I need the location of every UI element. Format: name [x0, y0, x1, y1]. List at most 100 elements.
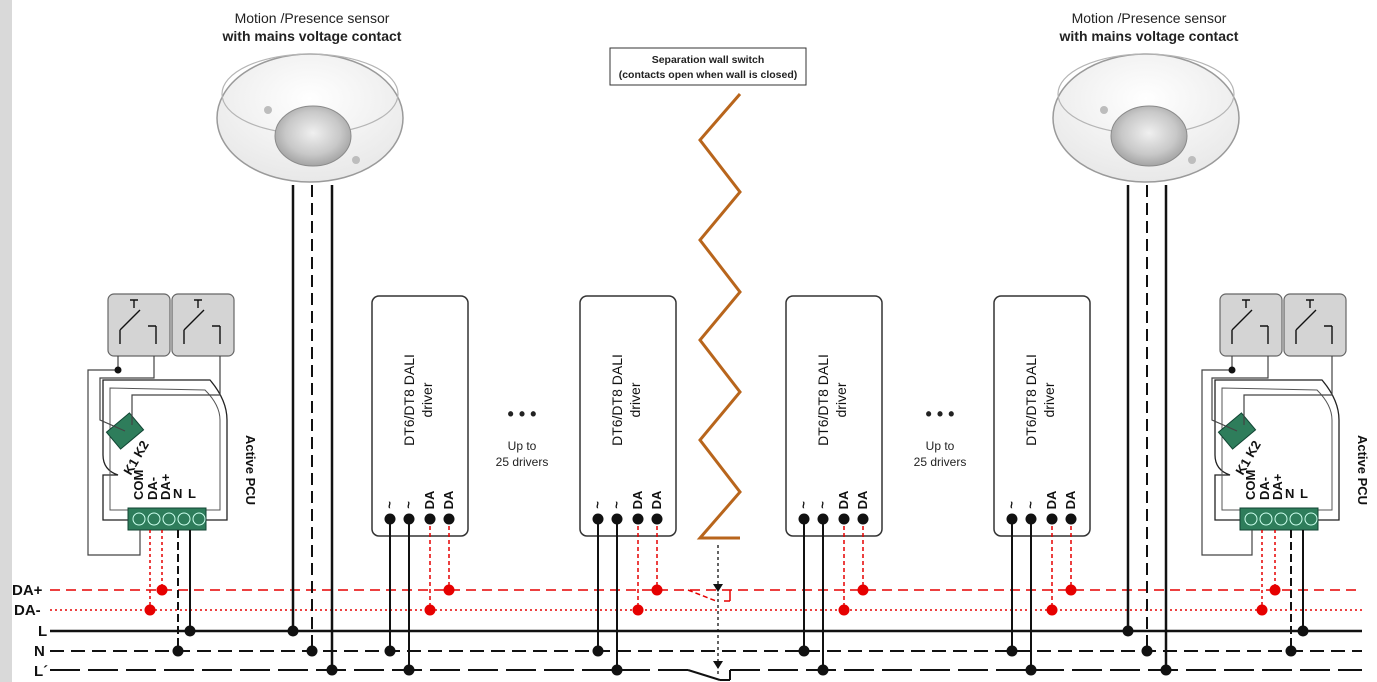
pcu-right-dali-node	[1269, 584, 1281, 596]
driver-1-dali-node	[424, 604, 436, 616]
pcu-left-junction	[114, 366, 122, 374]
pcu-right-terminal-com: COM	[1243, 470, 1258, 500]
driver-1-terminal-4: DA	[441, 490, 456, 509]
pcu-left-terminal-l: L	[188, 486, 196, 501]
pushbutton-right-2-symbol	[1295, 299, 1333, 344]
driver-2-terminal-4: DA	[649, 490, 664, 509]
driver-1-box	[371, 295, 469, 537]
driver-2-node	[651, 513, 663, 525]
pcu-left-screw	[177, 512, 191, 526]
pcu-right-bus-node	[1297, 625, 1309, 637]
driver-2-label-line2: driver	[627, 382, 643, 417]
sensor-right-title: Motion /Presence sensor	[1072, 10, 1227, 26]
driver-4-terminal-4: DA	[1063, 490, 1078, 509]
sensor-right-led	[1100, 106, 1108, 114]
sensor-left-node-ls	[326, 664, 338, 676]
pcu-right-screw	[1259, 512, 1273, 526]
driver-1-bus-node	[403, 664, 415, 676]
driver-1-node	[443, 513, 455, 525]
bus-label-da-plus: DA+	[12, 582, 43, 599]
sensor-bus-nodes	[287, 625, 1172, 676]
pcu-left-wire-k1	[99, 356, 155, 432]
wall-switch-label-line2: (contacts open when wall is closed)	[619, 69, 798, 81]
driver-4-box	[993, 295, 1091, 537]
pcu-left-screw	[147, 512, 161, 526]
driver-3: DT6/DT8 DALI driver ~ ~ DA DA	[785, 295, 883, 676]
driver-2-dali-node	[651, 584, 663, 596]
pushbutton-left-2-symbol	[183, 299, 221, 344]
driver-1-node	[424, 513, 436, 525]
pcu-left-screw	[132, 512, 146, 526]
pcu-left-screw	[192, 512, 206, 526]
bus-label-da-minus: DA-	[14, 602, 41, 619]
gap-left-line1: Up to	[508, 439, 537, 453]
bus-label-l: L	[38, 623, 47, 640]
separation-wall-switch: Separation wall switch (contacts open wh…	[609, 47, 807, 681]
driver-2-terminal-3: DA	[630, 490, 645, 509]
sensor-left-led	[264, 106, 272, 114]
pcu-right-screw	[1289, 512, 1303, 526]
sensor-left-dot	[352, 156, 360, 164]
driver-4-node	[1046, 513, 1058, 525]
pcu-right-inner	[1221, 387, 1333, 511]
pcu-right-bus-node	[1285, 645, 1297, 657]
sensor-right-node-ls	[1160, 664, 1172, 676]
pcu-left-dali-node	[144, 604, 156, 616]
pushbutton-right-1	[1219, 293, 1283, 357]
driver-3-label-line2: driver	[833, 382, 849, 417]
driver-1-node	[403, 513, 415, 525]
driver-2-box	[579, 295, 677, 537]
pcu-left-housing	[102, 379, 228, 521]
driver-4-node	[1006, 513, 1018, 525]
sensor-left-node-n	[306, 645, 318, 657]
driver-3-bus-node	[817, 664, 829, 676]
gap-right-line1: Up to	[926, 439, 955, 453]
driver-1-node	[384, 513, 396, 525]
driver-4-dali-node	[1065, 584, 1077, 596]
driver-2-label-line1: DT6/DT8 DALI	[609, 354, 625, 446]
pushbutton-right-2	[1283, 293, 1347, 357]
pcu-left-wire-k2	[131, 356, 221, 425]
sensor-right-subtitle: with mains voltage contact	[1059, 28, 1239, 44]
gap-left-line2: 25 drivers	[496, 455, 549, 469]
pcu-left-inner	[109, 387, 221, 511]
bus-label-n: N	[34, 643, 45, 660]
driver-2-terminal-1: ~	[590, 501, 605, 509]
pushbutton-right-1-symbol	[1231, 299, 1269, 344]
pcu-right-screw	[1304, 512, 1318, 526]
gap-right: • • • Up to 25 drivers	[914, 404, 967, 469]
sensor-right: Motion /Presence sensor with mains volta…	[1052, 10, 1240, 670]
driver-2-node	[611, 513, 623, 525]
wall-switch-label-line1: Separation wall switch	[652, 54, 765, 66]
pcu-left-bus-node	[172, 645, 184, 657]
driver-2-bus-node	[611, 664, 623, 676]
left-margin-strip	[0, 0, 12, 682]
pcu-right-terminal-n: N	[1285, 486, 1294, 501]
pcu-right-wire-k2	[1243, 356, 1333, 425]
sensor-right-dot	[1188, 156, 1196, 164]
driver-3-box	[785, 295, 883, 537]
pushbutton-left-2	[171, 293, 235, 357]
driver-2-node	[592, 513, 604, 525]
driver-3-terminal-1: ~	[796, 501, 811, 509]
pcu-right-wire-k1	[1211, 356, 1269, 432]
pcu-right-terminal-l: L	[1300, 486, 1308, 501]
driver-3-node	[798, 513, 810, 525]
pcu-left-terminal-da-plus: DA+	[158, 473, 173, 500]
pcu-right-housing	[1214, 379, 1340, 521]
driver-3-bus-node	[798, 645, 810, 657]
driver-1-terminal-1: ~	[382, 501, 397, 509]
driver-4-terminal-1: ~	[1004, 501, 1019, 509]
separation-wall-zigzag	[696, 93, 742, 540]
driver-1-dali-node	[443, 584, 455, 596]
driver-4-label-line2: driver	[1041, 382, 1057, 417]
driver-4-dali-node	[1046, 604, 1058, 616]
pcu-right-terminal-da-minus: DA-	[1257, 477, 1272, 500]
driver-3-node	[838, 513, 850, 525]
driver-2-node	[632, 513, 644, 525]
driver-1-label-line2: driver	[419, 382, 435, 417]
driver-4-terminal-3: DA	[1044, 490, 1059, 509]
driver-2-bus-node	[592, 645, 604, 657]
pcu-right: K1 K2 COM DA- DA+ N L Active PCU	[1201, 293, 1370, 657]
